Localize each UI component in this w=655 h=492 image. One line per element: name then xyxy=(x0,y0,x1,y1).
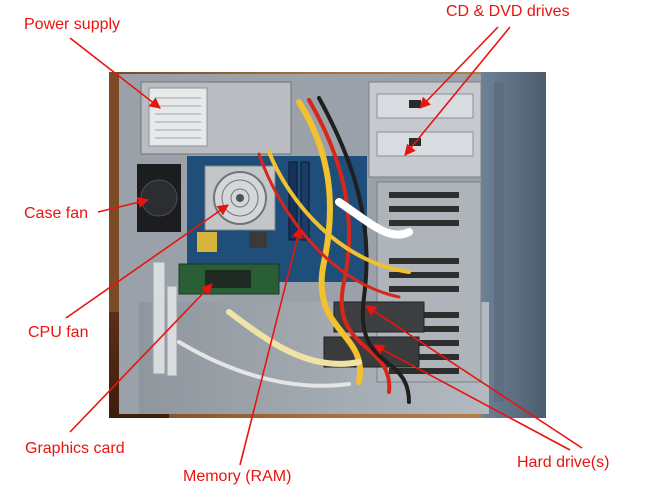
label-graphics-card: Graphics card xyxy=(25,440,125,457)
label-case-fan: Case fan xyxy=(24,205,89,222)
label-memory: Memory (RAM) xyxy=(183,468,292,485)
label-power-supply: Power supply xyxy=(24,16,121,33)
label-cpu-fan: CPU fan xyxy=(28,324,89,341)
computer-case-photo xyxy=(109,72,546,418)
label-cd-dvd-drives: CD & DVD drives xyxy=(446,3,570,20)
label-hard-drives: Hard drive(s) xyxy=(517,454,610,471)
